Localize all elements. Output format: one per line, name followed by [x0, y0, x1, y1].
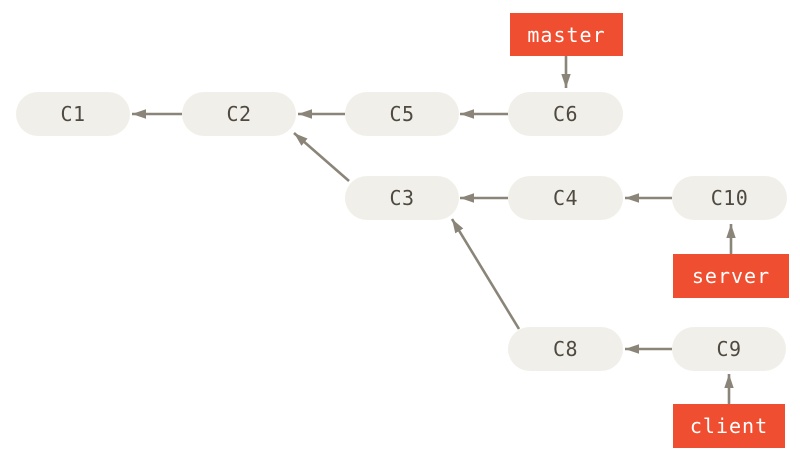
commit-label: C4: [552, 186, 579, 210]
commit-node-c8: C8: [508, 327, 623, 371]
commit-node-c3: C3: [345, 176, 459, 220]
branch-name: client: [689, 414, 769, 438]
edge-c8-c3: [450, 218, 521, 330]
commit-label: C5: [389, 102, 415, 126]
branch-label-server: server: [673, 254, 789, 298]
commit-node-c1: C1: [16, 92, 130, 136]
commit-node-c9: C9: [672, 327, 786, 371]
commit-node-c4: C4: [508, 176, 623, 220]
branch-label-client: client: [673, 404, 785, 448]
commit-node-c2: C2: [182, 92, 296, 136]
commit-node-c10: C10: [672, 176, 787, 220]
branch-name: master: [527, 22, 606, 47]
commit-label: C1: [60, 102, 86, 126]
commit-label: C8: [552, 337, 579, 361]
commit-node-c6: C6: [508, 92, 623, 136]
edge-c3-c2: [293, 132, 350, 182]
commit-node-c5: C5: [345, 92, 459, 136]
commit-label: C9: [716, 337, 742, 361]
commit-label: C3: [389, 186, 415, 210]
commit-label: C2: [226, 102, 252, 126]
branch-label-master: master: [510, 13, 623, 56]
branch-name: server: [691, 264, 771, 288]
commit-label: C10: [710, 186, 749, 210]
commit-label: C6: [552, 102, 579, 126]
